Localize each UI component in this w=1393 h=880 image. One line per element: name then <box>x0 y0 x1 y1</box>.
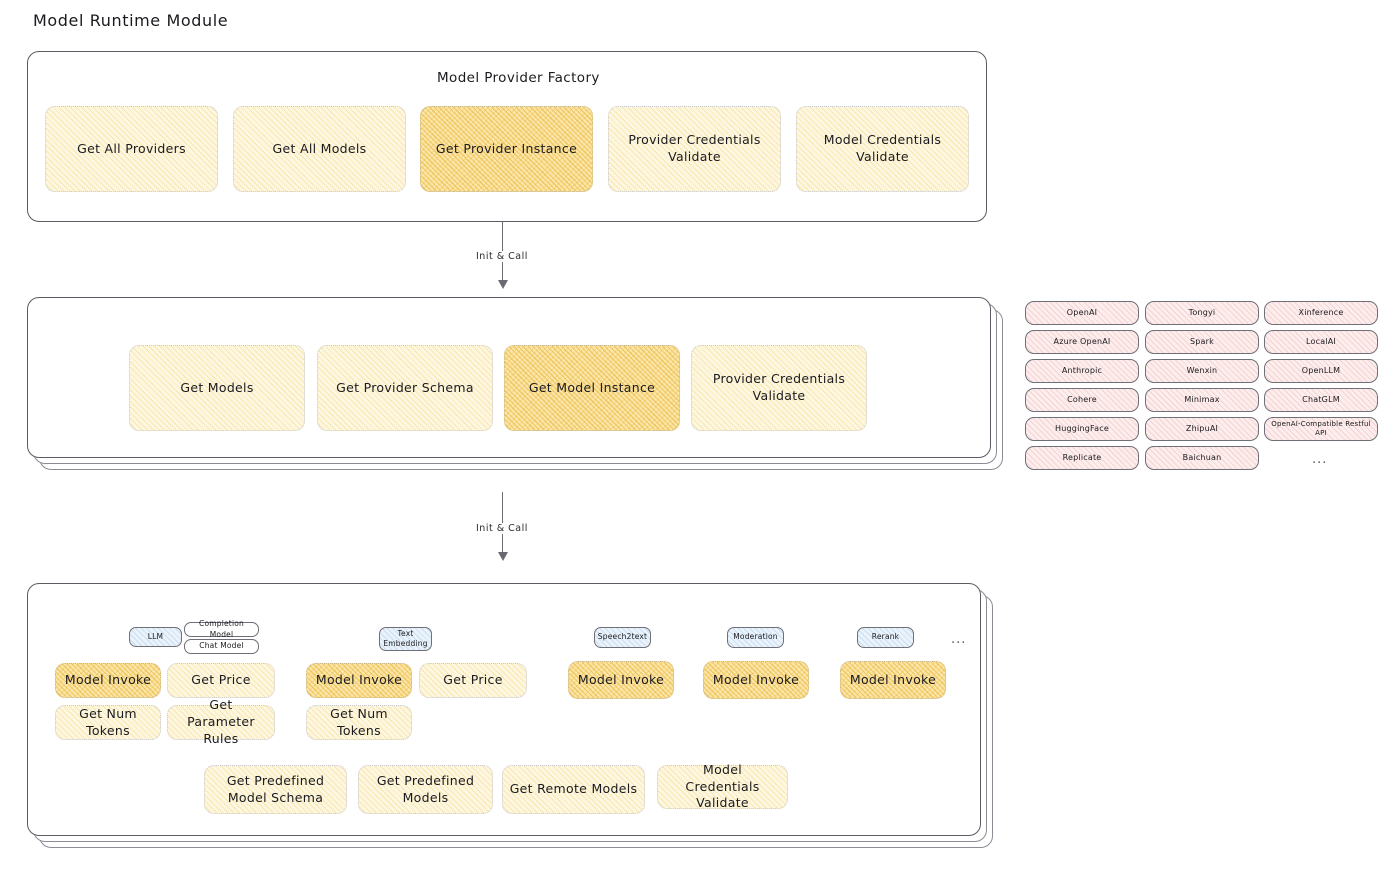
model-type-badge-llm[interactable]: LLM <box>129 627 182 647</box>
model-type-badge-text-embedding[interactable]: Text Embedding <box>379 627 432 651</box>
rerank-method-model-invoke[interactable]: Model Invoke <box>840 661 946 699</box>
provider-node-get-models[interactable]: Get Models <box>129 345 305 431</box>
page-title: Model Runtime Module <box>33 11 229 30</box>
provider-chip-openai-compatible-restful-api[interactable]: OpenAI-Compatible Restful API <box>1264 417 1378 441</box>
factory-node-get-all-providers[interactable]: Get All Providers <box>45 106 218 192</box>
provider-node-get-provider-schema[interactable]: Get Provider Schema <box>317 345 493 431</box>
text-embedding-method-get-price[interactable]: Get Price <box>419 663 527 698</box>
provider-chip-minimax[interactable]: Minimax <box>1145 388 1259 412</box>
speech2text-method-model-invoke[interactable]: Model Invoke <box>568 661 674 699</box>
provider-node-get-model-instance[interactable]: Get Model Instance <box>504 345 680 431</box>
text-embedding-method-model-invoke[interactable]: Model Invoke <box>306 663 412 698</box>
provider-chip-azure-openai[interactable]: Azure OpenAI <box>1025 330 1139 354</box>
factory-node-get-all-models[interactable]: Get All Models <box>233 106 406 192</box>
arrow-1-label: Init & Call <box>472 251 532 262</box>
provider-chip-openai[interactable]: OpenAI <box>1025 301 1139 325</box>
provider-chip-zhipuai[interactable]: ZhipuAI <box>1145 417 1259 441</box>
model-common-method-get-predefined-model-schema[interactable]: Get Predefined Model Schema <box>204 765 347 814</box>
model-type-badge-rerank[interactable]: Rerank <box>857 627 914 648</box>
provider-node-provider-credentials-validate[interactable]: Provider Credentials Validate <box>691 345 867 431</box>
model-subtype-badge-chat-model[interactable]: Chat Model <box>184 639 259 654</box>
model-common-method-get-remote-models[interactable]: Get Remote Models <box>502 765 645 814</box>
model-type-badge-speech2text[interactable]: Speech2text <box>594 627 651 648</box>
provider-chip-baichuan[interactable]: Baichuan <box>1145 446 1259 470</box>
moderation-method-model-invoke[interactable]: Model Invoke <box>703 661 809 699</box>
provider-chip-replicate[interactable]: Replicate <box>1025 446 1139 470</box>
provider-chip-anthropic[interactable]: Anthropic <box>1025 359 1139 383</box>
factory-node-model-credentials-validate[interactable]: Model Credentials Validate <box>796 106 969 192</box>
model-common-method-get-predefined-models[interactable]: Get Predefined Models <box>358 765 493 814</box>
arrow-2-head <box>498 552 508 561</box>
model-provider-factory-title: Model Provider Factory <box>437 70 600 86</box>
model-types-more: ... <box>951 632 967 647</box>
provider-list-more: ... <box>1312 452 1328 467</box>
factory-node-get-provider-instance[interactable]: Get Provider Instance <box>420 106 593 192</box>
provider-chip-cohere[interactable]: Cohere <box>1025 388 1139 412</box>
provider-chip-spark[interactable]: Spark <box>1145 330 1259 354</box>
llm-method-get-num-tokens[interactable]: Get Num Tokens <box>55 705 161 740</box>
provider-chip-localai[interactable]: LocalAI <box>1264 330 1378 354</box>
provider-chip-wenxin[interactable]: Wenxin <box>1145 359 1259 383</box>
provider-chip-chatglm[interactable]: ChatGLM <box>1264 388 1378 412</box>
provider-chip-openllm[interactable]: OpenLLM <box>1264 359 1378 383</box>
provider-chip-tongyi[interactable]: Tongyi <box>1145 301 1259 325</box>
arrow-2-label: Init & Call <box>472 523 532 534</box>
arrow-1-head <box>498 280 508 289</box>
text-embedding-method-get-num-tokens[interactable]: Get Num Tokens <box>306 705 412 740</box>
model-subtype-badge-completion-model[interactable]: Completion Model <box>184 619 259 639</box>
model-common-method-model-credentials-validate[interactable]: Model Credentials Validate <box>657 762 788 810</box>
llm-method-get-parameter-rules[interactable]: Get Parameter Rules <box>167 697 275 746</box>
factory-node-provider-credentials-validate[interactable]: Provider Credentials Validate <box>608 106 781 192</box>
model-type-badge-moderation[interactable]: Moderation <box>727 627 784 648</box>
llm-method-model-invoke[interactable]: Model Invoke <box>55 663 161 698</box>
provider-chip-xinference[interactable]: Xinference <box>1264 301 1378 325</box>
provider-chip-huggingface[interactable]: HuggingFace <box>1025 417 1139 441</box>
llm-method-get-price[interactable]: Get Price <box>167 663 275 698</box>
